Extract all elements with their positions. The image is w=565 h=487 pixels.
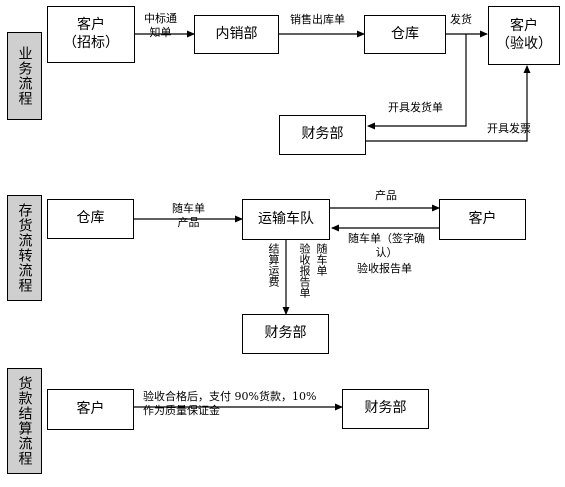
node-transport: 运输车队 — [242, 199, 330, 240]
label-product: 产品 — [375, 189, 397, 202]
section-label-payment: 货款结算流程 — [7, 368, 42, 474]
label-ship: 发货 — [450, 13, 472, 26]
label-ship-invoice: 开具发货单 — [388, 101, 443, 114]
node-customer-bid: 客户 （招标） — [47, 6, 135, 63]
node-warehouse-2: 仓库 — [47, 199, 134, 239]
section-title: 存货流转流程 — [16, 203, 33, 293]
label-inspection-report: 验收报告单 — [357, 262, 412, 275]
arrow-ship-to-finance — [367, 34, 467, 130]
label-waybill-signed: 随车单（签字确 认） — [348, 232, 425, 259]
label-inspection-vertical: 验收报告单 — [298, 243, 311, 298]
node-warehouse: 仓库 — [364, 15, 446, 54]
label-sales-out: 销售出库单 — [290, 13, 345, 26]
node-sales-dept: 内销部 — [194, 15, 279, 54]
section-title: 业务流程 — [16, 46, 33, 106]
node-finance: 财务部 — [279, 115, 366, 155]
node-finance-2: 财务部 — [242, 314, 329, 354]
label-payment-terms: 验收合格后，支付 90%货款，10% 作为质量保证金 — [143, 390, 317, 417]
label-bid-notice: 中标通 知单 — [144, 12, 177, 39]
node-customer-2: 客户 — [439, 199, 526, 240]
node-customer-3: 客户 — [47, 389, 134, 430]
label-invoice: 开具发票 — [487, 122, 531, 135]
section-label-business: 业务流程 — [7, 32, 42, 120]
label-waybill-product: 随车单 产品 — [172, 202, 205, 229]
label-waybill-vertical: 随车单 — [315, 243, 328, 276]
section-label-inventory: 存货流转流程 — [7, 195, 42, 301]
node-finance-3: 财务部 — [342, 389, 429, 429]
label-freight-settlement: 结算运费 — [267, 243, 280, 287]
section-title: 货款结算流程 — [16, 376, 33, 466]
node-customer-accept: 客户 （验收） — [488, 6, 560, 65]
arrow-finance-to-customer — [365, 65, 531, 142]
